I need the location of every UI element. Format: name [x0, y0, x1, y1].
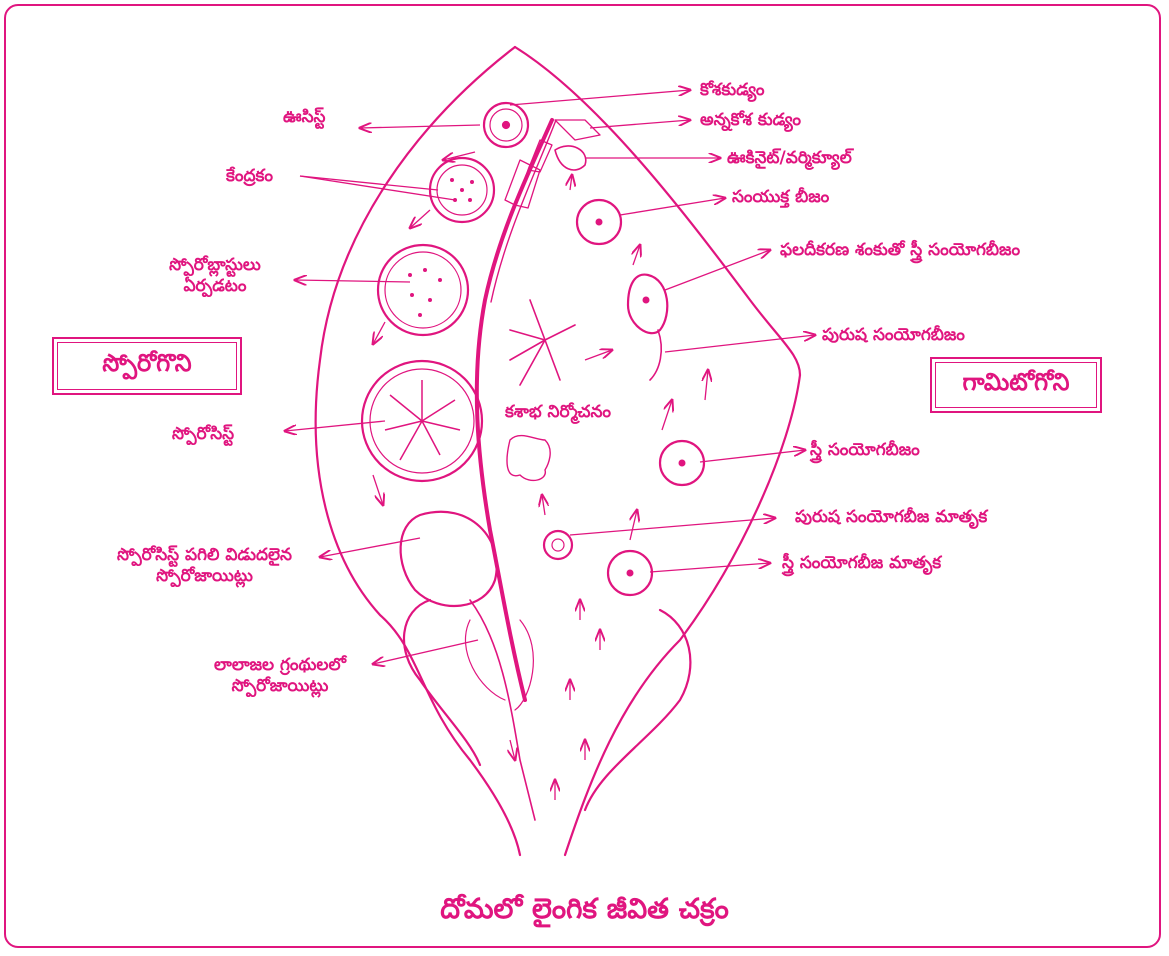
salivary-gland-shape: [470, 600, 535, 820]
label-male-gamete: పురుష సంయోగబీజం: [822, 325, 965, 346]
gametogony-label: గామిటోగోని: [962, 368, 1069, 402]
label-male-gametocyte: పురుష సంయోగబీజ మాతృక: [795, 507, 987, 528]
fertilization-cone-shape: [628, 275, 667, 334]
label-oocyst: ఊసిస్ట్: [283, 107, 325, 128]
label-fertilization-cone: ఫలదీకరణ శంకుతో స్త్రీ సంయోగబీజం: [780, 240, 1020, 261]
ookinete-shape: [555, 146, 586, 170]
sporogony-label: స్పోరోగొని: [102, 349, 191, 383]
label-exflagellation: కశాభ నిర్మోచనం: [505, 402, 611, 423]
label-female-gamete: స్త్రీ సంయోగబీజం: [810, 440, 920, 461]
label-sporocyst-rupture: స్పోరోసిస్ట్ పగిలి విడుదలైన స్పోరోజాయిట్…: [82, 545, 327, 588]
exflagellation-shape: [510, 300, 575, 385]
gut-outline-left: [316, 47, 520, 855]
label-salivary-glands: లాలాజల గ్రంథులలో స్పోరోజాయిట్లు: [190, 655, 370, 698]
ruptured-sporocyst-shape: [401, 512, 497, 606]
sporogony-box: స్పోరోగొని: [52, 337, 242, 395]
label-ookinete: ఊకినైట్/వర్మిక్యూల్: [727, 148, 852, 169]
label-gut-wall: అన్నకోశ కుడ్యం: [700, 110, 801, 131]
diagram-title: దోమలో లైంగిక జీవిత చక్రం: [0, 892, 1169, 932]
label-zygote: సంయుక్త బీజం: [732, 187, 829, 208]
exflagellating-gametocyte-shape: [507, 436, 550, 481]
label-female-gametocyte: స్త్రీ సంయోగబీజ మాతృక: [782, 553, 941, 574]
male-gametocyte-shape: [544, 531, 572, 559]
sporoblast-shape: [378, 245, 468, 335]
label-cell-wall: కోశకుడ్యం: [700, 80, 764, 101]
sporocyst-rays: [385, 380, 460, 460]
gametogony-box: గామిటోగోని: [930, 357, 1102, 413]
label-sporoblast: స్పోరోబ్లాస్టులు ఏర్పడటం: [145, 255, 285, 298]
label-sporocyst: స్పోరోసిస్ట్: [172, 424, 234, 445]
label-nucleus: కేంద్రకం: [226, 166, 273, 187]
